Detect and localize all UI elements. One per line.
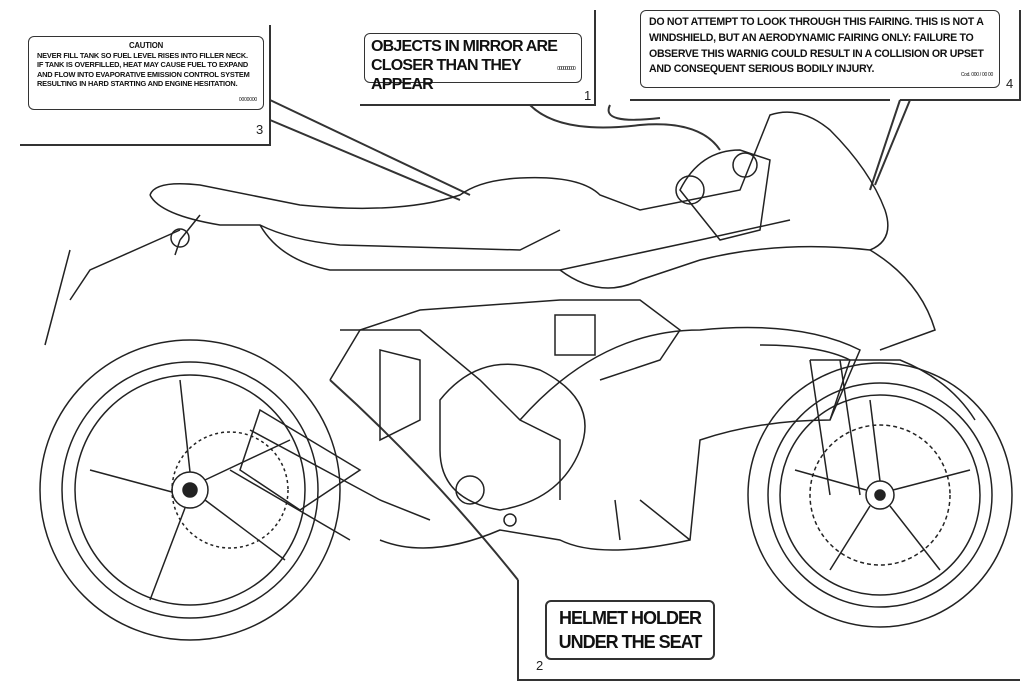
- frame-engine: [170, 149, 771, 541]
- label-code: 000000000: [557, 66, 576, 72]
- fairing-warning-text: DO NOT ATTEMPT TO LOOK THROUGH THIS FAIR…: [649, 16, 984, 76]
- rear-wheel: [39, 339, 341, 641]
- label-code: 0000000: [238, 97, 257, 104]
- mirror-text-line-1: OBJECTS IN MIRROR ARE: [371, 38, 558, 55]
- caution-title: CAUTION: [128, 41, 164, 50]
- label-2-helmet-holder: HELMET HOLDER UNDER THE SEAT: [545, 600, 715, 660]
- bodywork: [44, 111, 976, 551]
- front-wheel: [747, 362, 1013, 628]
- label-number-3: 3: [256, 122, 264, 137]
- label-number-1: 1: [584, 88, 592, 103]
- label-number-4: 4: [1006, 76, 1014, 91]
- caution-text: NEVER FILL TANK SO FUEL LEVEL RISES INTO…: [37, 50, 250, 89]
- label-3-fuel-caution: CAUTION NEVER FILL TANK SO FUEL LEVEL RI…: [28, 36, 264, 110]
- leader-lines: [20, 10, 1021, 681]
- label-4-fairing-warning: DO NOT ATTEMPT TO LOOK THROUGH THIS FAIR…: [640, 10, 1000, 88]
- helmet-text-line-1: HELMET HOLDER: [559, 608, 702, 628]
- mirror-text-line-2: CLOSER THAN THEY APPEAR: [371, 57, 521, 93]
- helmet-text-line-2: UNDER THE SEAT: [558, 632, 703, 652]
- label-code: Cod. 000 / 00 00: [960, 72, 993, 79]
- label-number-2: 2: [536, 658, 544, 673]
- label-1-mirror: OBJECTS IN MIRROR ARE CLOSER THAN THEY A…: [364, 33, 582, 93]
